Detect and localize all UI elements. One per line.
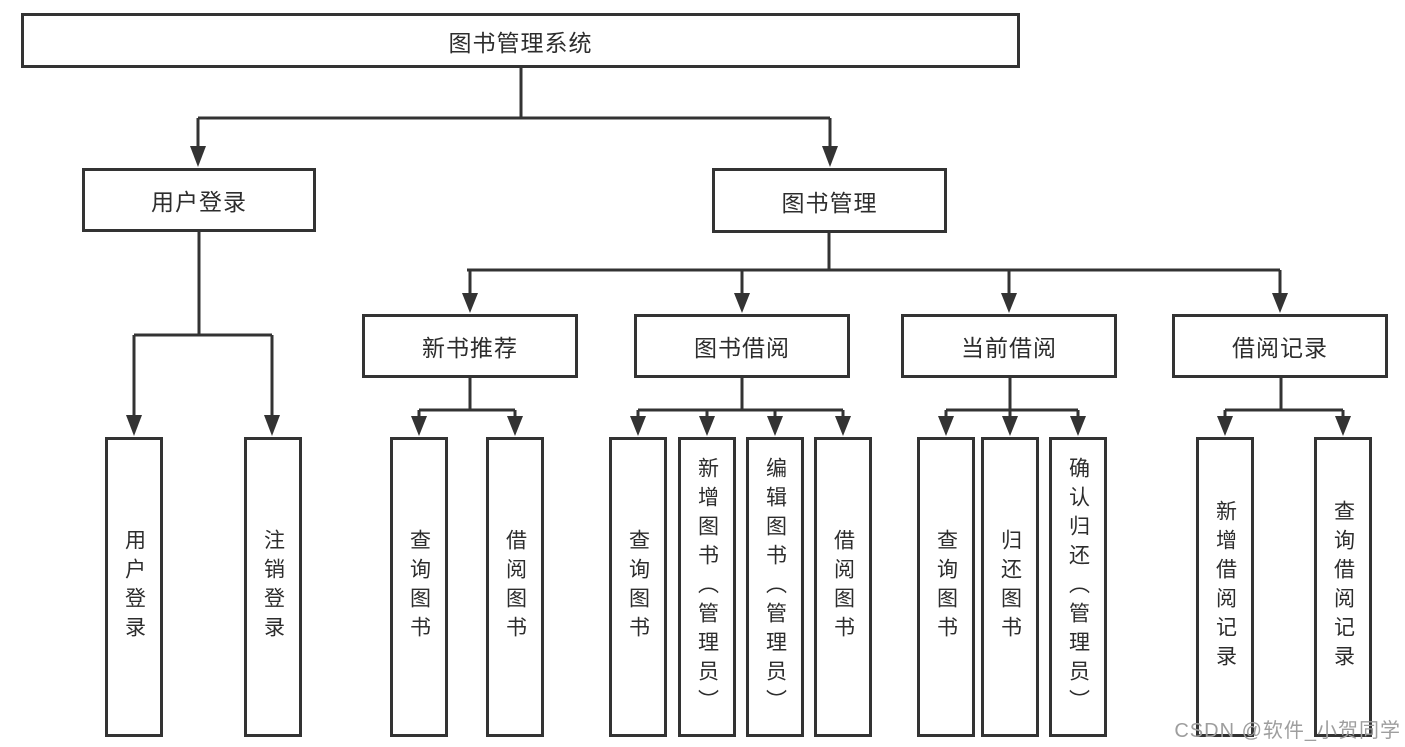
- leaf-query-book-borrow-label: 查询图书: [626, 529, 650, 645]
- leaf-query-book-borrow: 查询图书: [609, 437, 667, 737]
- leaf-logout: 注销登录: [244, 437, 302, 737]
- node-borrow-records-label: 借阅记录: [1232, 335, 1328, 361]
- watermark: CSDN @软件_小贺同学: [1174, 720, 1401, 742]
- node-borrow-records: 借阅记录: [1172, 314, 1388, 378]
- leaf-user-login: 用户登录: [105, 437, 163, 737]
- root-node-library-management-system: 图书管理系统: [21, 13, 1020, 68]
- node-current-borrow: 当前借阅: [901, 314, 1117, 378]
- leaf-query-book-recommend: 查询图书: [390, 437, 448, 737]
- leaf-add-borrow-record-label: 新增借阅记录: [1213, 500, 1237, 674]
- leaf-borrow-book-label: 借阅图书: [831, 529, 855, 645]
- leaf-confirm-return-admin: 确认归还（管理员）: [1049, 437, 1107, 737]
- leaf-add-borrow-record: 新增借阅记录: [1196, 437, 1254, 737]
- node-user-login: 用户登录: [82, 168, 316, 232]
- leaf-query-borrow-record-label: 查询借阅记录: [1331, 500, 1355, 674]
- root-node-label: 图书管理系统: [448, 29, 593, 56]
- leaf-return-book: 归还图书: [981, 437, 1039, 737]
- node-new-book-recommend-label: 新书推荐: [422, 335, 518, 361]
- leaf-edit-book-admin: 编辑图书（管理员）: [746, 437, 804, 737]
- arrowheads: [126, 146, 1351, 436]
- leaf-query-book-recommend-label: 查询图书: [407, 529, 431, 645]
- leaf-borrow-book-recommend-label: 借阅图书: [503, 529, 527, 645]
- leaf-user-login-label: 用户登录: [122, 529, 146, 645]
- leaf-edit-book-admin-label: 编辑图书（管理员）: [763, 456, 787, 718]
- leaf-add-book-admin: 新增图书（管理员）: [678, 437, 736, 737]
- leaf-query-book-current: 查询图书: [917, 437, 975, 737]
- leaf-query-book-current-label: 查询图书: [934, 529, 958, 645]
- connector-lines: [132, 68, 1345, 417]
- leaf-query-borrow-record: 查询借阅记录: [1314, 437, 1372, 737]
- leaf-borrow-book: 借阅图书: [814, 437, 872, 737]
- node-new-book-recommend: 新书推荐: [362, 314, 578, 378]
- leaf-add-book-admin-label: 新增图书（管理员）: [695, 456, 719, 718]
- leaf-confirm-return-admin-label: 确认归还（管理员）: [1066, 456, 1090, 718]
- node-book-borrow-label: 图书借阅: [694, 335, 790, 361]
- node-user-login-label: 用户登录: [151, 189, 247, 215]
- node-book-borrow: 图书借阅: [634, 314, 850, 378]
- node-book-management-label: 图书管理: [781, 189, 878, 216]
- node-current-borrow-label: 当前借阅: [961, 335, 1057, 361]
- leaf-return-book-label: 归还图书: [998, 529, 1022, 645]
- leaf-logout-label: 注销登录: [261, 529, 285, 645]
- node-book-management: 图书管理: [712, 168, 947, 233]
- leaf-borrow-book-recommend: 借阅图书: [486, 437, 544, 737]
